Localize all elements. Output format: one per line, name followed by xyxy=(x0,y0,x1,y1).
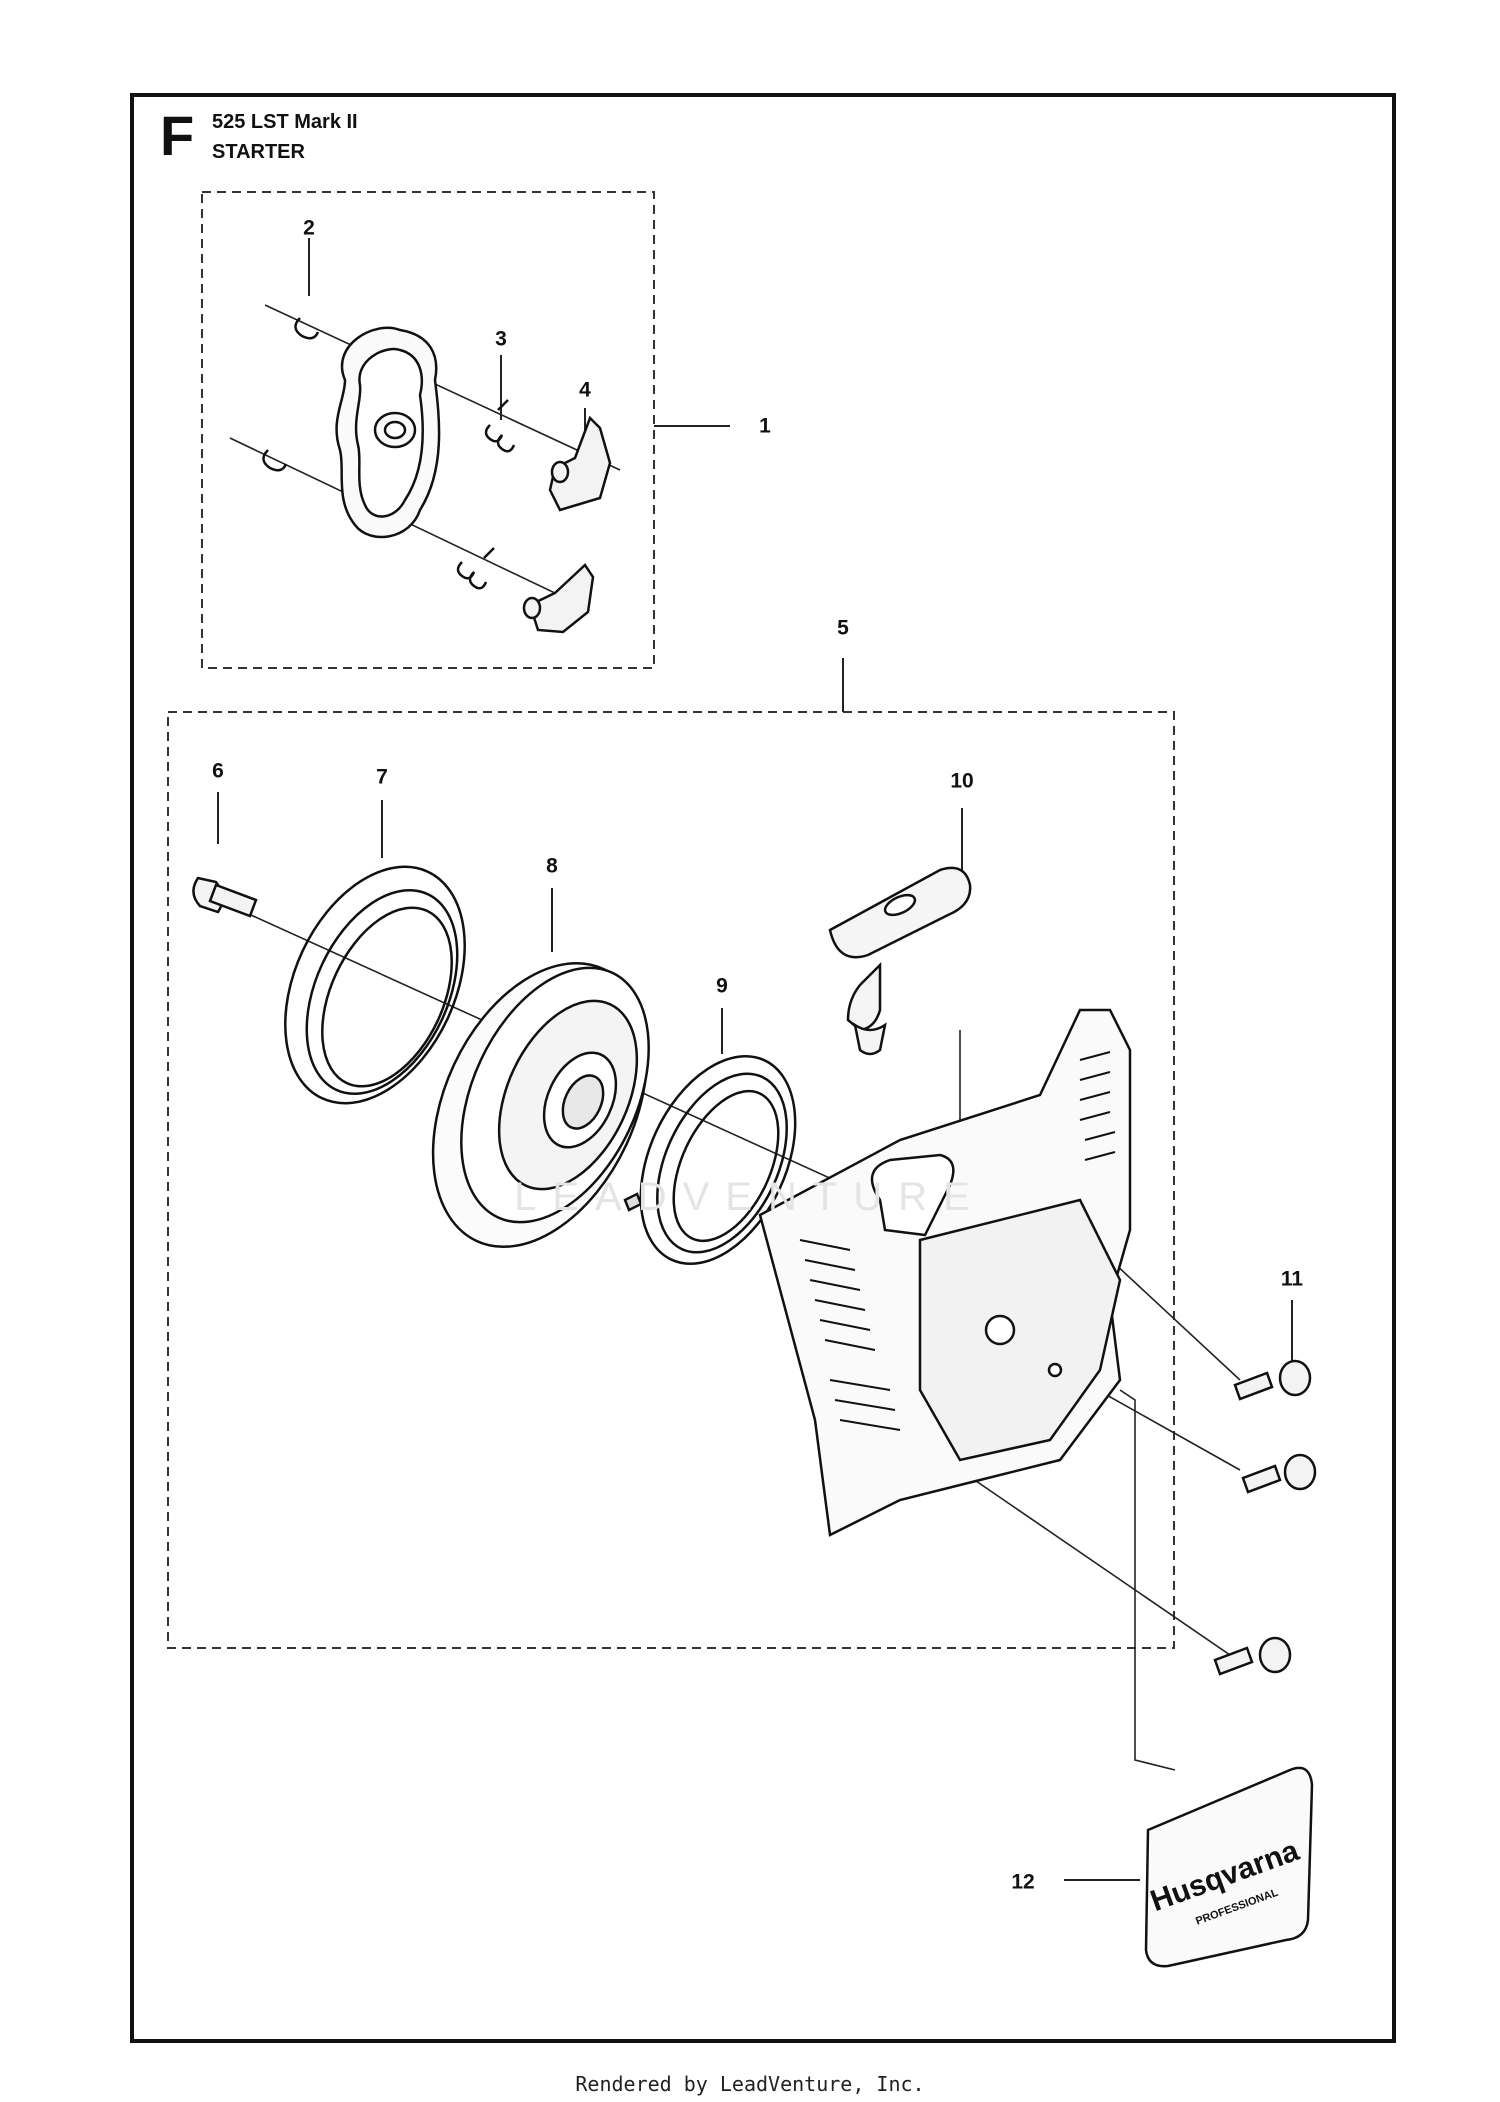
callout-2: 2 xyxy=(303,216,315,240)
callout-11: 11 xyxy=(1280,1267,1304,1291)
starter-handle-part-10 xyxy=(828,866,972,1056)
circlip-part-2 xyxy=(262,317,320,472)
pawl-carrier-part-1 xyxy=(335,326,441,539)
starter-assembly-group-box xyxy=(167,711,1175,1649)
footer-credit: Rendered by LeadVenture, Inc. xyxy=(575,2072,925,2096)
callout-5: 5 xyxy=(837,616,849,640)
callout-10: 10 xyxy=(950,769,974,793)
callout-12: 12 xyxy=(1011,1870,1035,1894)
rope-pulley-part-8 xyxy=(431,961,650,1249)
pawl-part-4 xyxy=(522,415,612,634)
center-screw-part-6 xyxy=(192,876,258,918)
callout-1: 1 xyxy=(759,414,771,438)
model-name: 525 LST Mark II xyxy=(212,111,358,133)
spring-part-3 xyxy=(456,399,516,590)
callout-9: 9 xyxy=(716,974,728,998)
watermark-text: LEADVENTURE xyxy=(514,1175,986,1219)
callout-8: 8 xyxy=(546,854,558,878)
pawl-kit-group-box xyxy=(201,191,655,669)
callout-4: 4 xyxy=(579,378,591,402)
assembly-title: STARTER xyxy=(212,141,305,163)
recoil-spring-part-9 xyxy=(623,1054,797,1266)
diagram-frame xyxy=(130,93,1396,2043)
screw-part-11 xyxy=(1213,1359,1317,1676)
starter-housing-part-5 xyxy=(758,1008,1132,1537)
callout-6: 6 xyxy=(212,759,224,783)
section-letter: F xyxy=(160,104,195,167)
spring-cassette-part-7 xyxy=(284,865,466,1105)
callout-3: 3 xyxy=(495,327,507,351)
decal-part-12: Husqvarna PROFESSIONAL xyxy=(1144,1766,1314,1968)
callout-7: 7 xyxy=(376,765,388,789)
